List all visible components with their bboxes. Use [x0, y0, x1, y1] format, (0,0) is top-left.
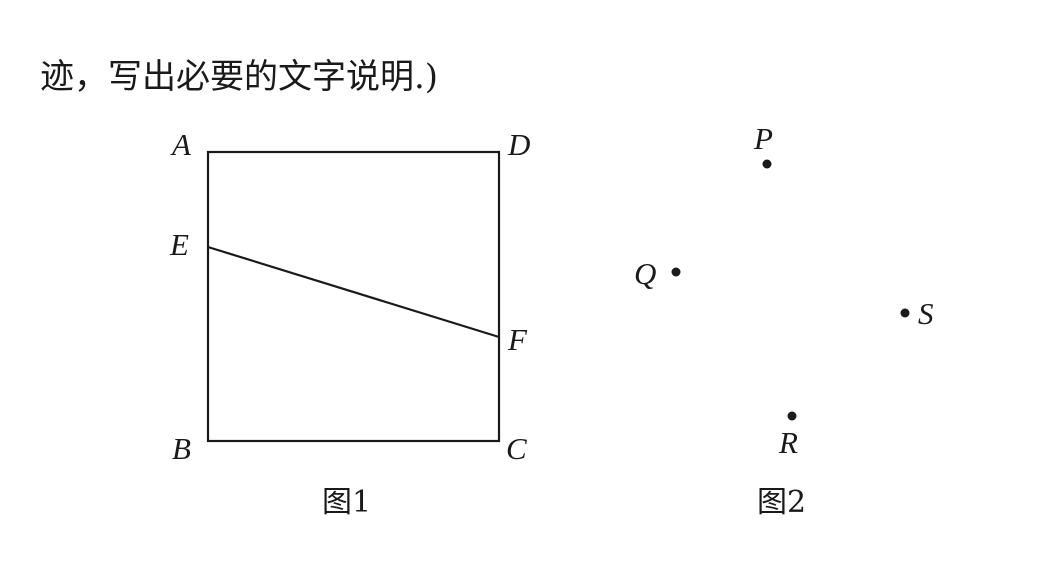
label-q: Q: [634, 256, 656, 291]
figure-2: P Q S R 图2: [634, 121, 934, 520]
segment-ef: [207, 245, 500, 339]
figure-1: A D E F B C 图1: [169, 127, 530, 520]
square-abcd: [206, 150, 501, 443]
point-r: [787, 411, 797, 421]
label-d: D: [507, 127, 530, 162]
label-c: C: [506, 431, 527, 466]
caption-figure-2: 图2: [757, 485, 806, 520]
label-p: P: [753, 121, 773, 156]
label-s: S: [918, 296, 934, 331]
label-a: A: [170, 127, 192, 162]
label-r: R: [778, 425, 798, 460]
point-q: [671, 267, 681, 277]
intro-text: 迹，写出必要的文字说明.): [40, 57, 438, 97]
point-s: [900, 308, 910, 318]
caption-figure-1: 图1: [322, 485, 371, 520]
label-b: B: [172, 431, 191, 466]
label-e: E: [169, 227, 189, 262]
label-f: F: [507, 322, 528, 357]
point-p: [762, 159, 772, 169]
